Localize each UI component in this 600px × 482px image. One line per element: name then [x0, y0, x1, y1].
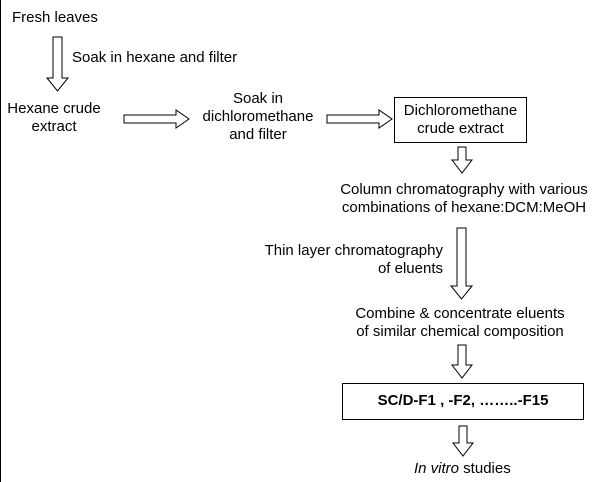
- soak-dcm-line3: and filter: [229, 126, 287, 143]
- dcm-extract-line2: crude extract: [417, 120, 504, 137]
- arrow-down-5: [451, 425, 475, 457]
- label-soak-hexane: Soak in hexane and filter: [72, 49, 238, 66]
- arrow-down-2: [450, 146, 474, 174]
- arrow-down-3: [449, 227, 474, 300]
- arrow-right-2: [326, 109, 393, 129]
- node-dcm-extract: [394, 97, 527, 143]
- column-line2: combinations of hexane:DCM:MeOH: [341, 199, 587, 216]
- soak-dcm-line2: dichloromethane: [202, 108, 314, 125]
- combine-line1: Combine & concentrate eluents: [355, 305, 565, 322]
- arrow-down-4: [450, 344, 474, 379]
- soak-dcm-line1: Soak in: [232, 90, 284, 107]
- hexane-extract-line1: Hexane crude: [7, 100, 101, 117]
- node-hexane-extract: Hexane crude extract: [4, 100, 104, 136]
- arrow-down-1: [45, 36, 70, 92]
- left-border: [0, 0, 1, 482]
- dcm-extract-text: Dichloromethane crude extract: [394, 102, 527, 138]
- label-tlc: Thin layer chromatography of eluents: [257, 242, 443, 278]
- node-combine-eluents: Combine & concentrate eluents of similar…: [340, 305, 580, 341]
- in-vitro-rest: studies: [459, 460, 511, 477]
- arrow-right-1: [123, 109, 190, 129]
- fractions-text: SC/D-F1 , -F2, ……..-F15: [377, 392, 549, 409]
- column-line1: Column chromatography with various: [340, 181, 588, 198]
- tlc-line1: Thin layer chromatography: [264, 242, 443, 259]
- node-in-vitro: In vitro studies: [414, 460, 511, 478]
- dcm-extract-line1: Dichloromethane: [403, 102, 518, 119]
- in-vitro-italic: In vitro: [414, 460, 460, 477]
- combine-line2: of similar chemical composition: [356, 323, 564, 340]
- node-fractions: [342, 383, 584, 420]
- tlc-line2: of eluents: [377, 260, 443, 277]
- node-column-chromatography: Column chromatography with various combi…: [332, 181, 596, 217]
- hexane-extract-line2: extract: [31, 118, 77, 135]
- node-fresh-leaves: Fresh leaves: [12, 9, 98, 26]
- label-soak-dcm: Soak in dichloromethane and filter: [196, 90, 320, 144]
